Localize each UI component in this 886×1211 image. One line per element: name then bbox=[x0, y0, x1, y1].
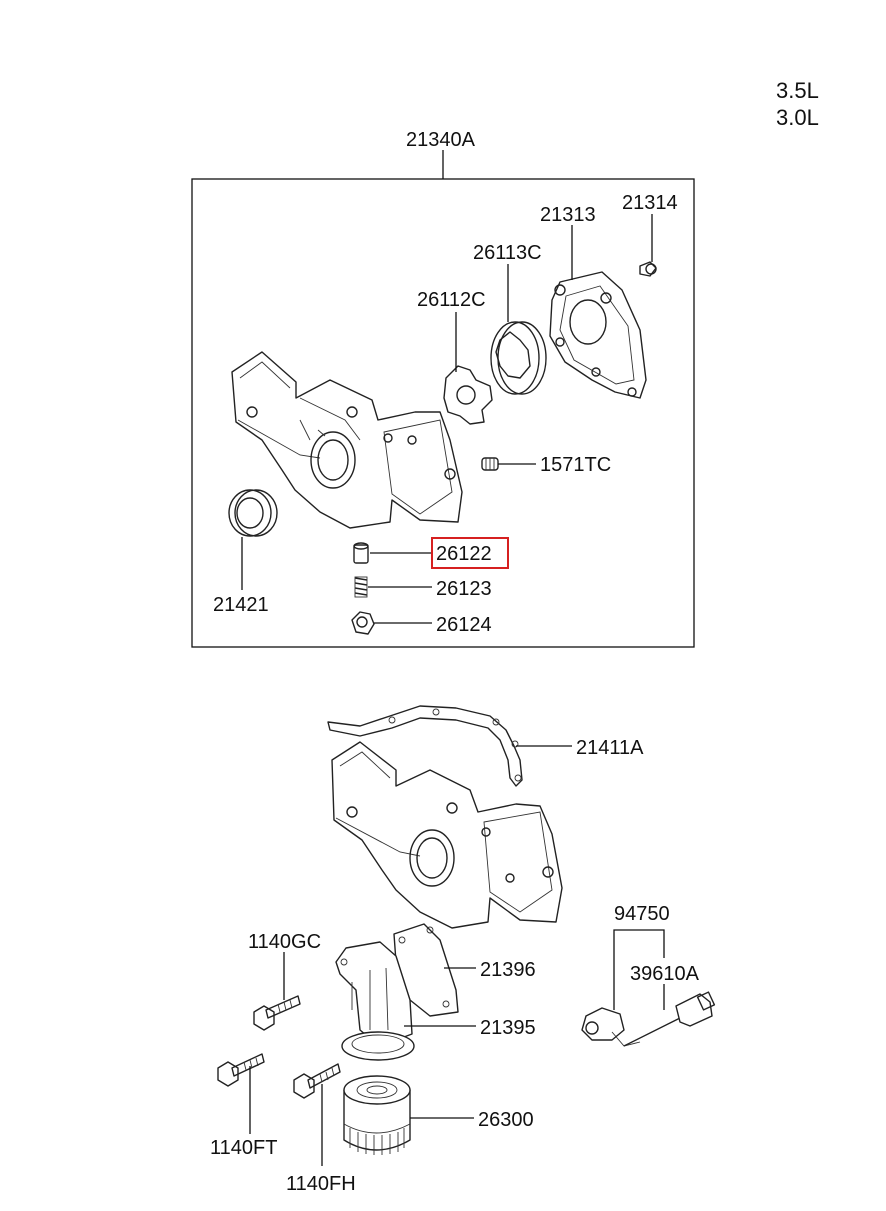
callout-21314[interactable]: 21314 bbox=[622, 192, 678, 214]
callout-26122[interactable]: 26122 bbox=[436, 543, 492, 565]
callout-1571tc[interactable]: 1571TC bbox=[540, 454, 611, 476]
oil-filter-26300[interactable] bbox=[343, 1075, 411, 1155]
callout-21313[interactable]: 21313 bbox=[540, 204, 596, 226]
callout-21396[interactable]: 21396 bbox=[480, 959, 536, 981]
callout-21340a[interactable]: 21340A bbox=[406, 129, 476, 151]
callout-1140gc[interactable]: 1140GC bbox=[248, 931, 321, 953]
callout-94750[interactable]: 94750 bbox=[614, 903, 670, 925]
sensor-wire-39610a[interactable] bbox=[623, 991, 716, 1047]
oil-pump-housing[interactable] bbox=[231, 351, 463, 529]
cover-plate-21313[interactable] bbox=[549, 271, 647, 399]
callout-26300[interactable]: 26300 bbox=[478, 1109, 534, 1131]
bolt-1140ft[interactable] bbox=[217, 1053, 265, 1087]
callout-21411a[interactable]: 21411A bbox=[576, 737, 644, 759]
callout-1140fh[interactable]: 1140FH bbox=[286, 1173, 356, 1195]
engine-variant-3-0l: 3.0L bbox=[776, 105, 819, 130]
bolt-1140fh[interactable] bbox=[293, 1063, 341, 1099]
callout-26124[interactable]: 26124 bbox=[436, 614, 492, 636]
gasket-21411a[interactable] bbox=[327, 705, 523, 787]
engine-variant-3-5l: 3.5L bbox=[776, 78, 819, 103]
screw-21314[interactable] bbox=[639, 261, 657, 277]
oil-pressure-sensor-94750[interactable] bbox=[581, 1007, 641, 1047]
oil-pump-housing-assembled[interactable] bbox=[331, 741, 563, 929]
outer-rotor-26113c[interactable] bbox=[490, 321, 547, 395]
relief-plunger-26122[interactable] bbox=[353, 542, 369, 564]
plug-1571tc[interactable] bbox=[481, 457, 499, 471]
oil-seal-21421[interactable] bbox=[228, 489, 278, 537]
relief-spring-26123[interactable] bbox=[354, 576, 368, 598]
callout-26123[interactable]: 26123 bbox=[436, 578, 492, 600]
callout-39610a[interactable]: 39610A bbox=[630, 963, 700, 985]
callout-21395[interactable]: 21395 bbox=[480, 1017, 536, 1039]
relief-plug-26124[interactable] bbox=[351, 611, 375, 635]
bolt-1140gc[interactable] bbox=[253, 995, 301, 1031]
inner-rotor-26112c[interactable] bbox=[443, 365, 493, 425]
callout-26113c[interactable]: 26113C bbox=[473, 242, 542, 264]
highlight-box-26122 bbox=[431, 537, 509, 569]
leader-94750 bbox=[613, 929, 665, 1010]
oil-strainer-21395[interactable] bbox=[335, 941, 415, 1061]
callout-1140ft[interactable]: 1140FT bbox=[210, 1137, 277, 1159]
callout-26112c[interactable]: 26112C bbox=[417, 289, 486, 311]
callout-21421[interactable]: 21421 bbox=[213, 594, 269, 616]
